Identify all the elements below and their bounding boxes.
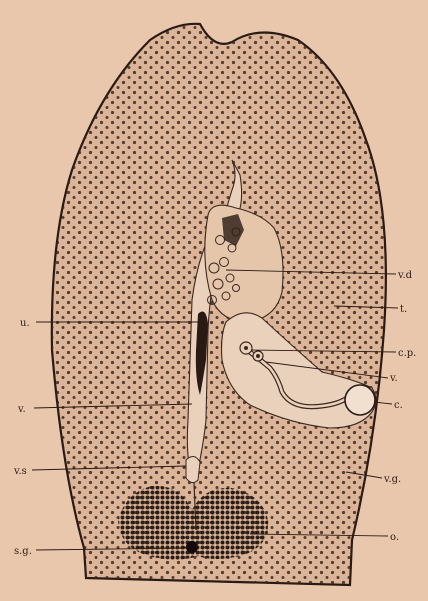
label-o: o.: [390, 532, 399, 543]
label-cp: c.p.: [398, 348, 416, 359]
label-vg: v.g.: [383, 474, 401, 485]
seminal-vesicle: [186, 456, 200, 482]
label-vs: v.s: [13, 466, 27, 477]
label-v-right: v.: [389, 373, 398, 384]
shell-gland: [186, 541, 198, 553]
label-sg: s.g.: [14, 546, 32, 557]
cirrus-sac: [345, 385, 375, 415]
label-v-left: v.: [17, 404, 26, 415]
label-u: u.: [20, 318, 30, 329]
label-vd: v.d: [397, 270, 413, 281]
label-c: c.: [394, 400, 403, 411]
label-t: t.: [400, 304, 407, 315]
